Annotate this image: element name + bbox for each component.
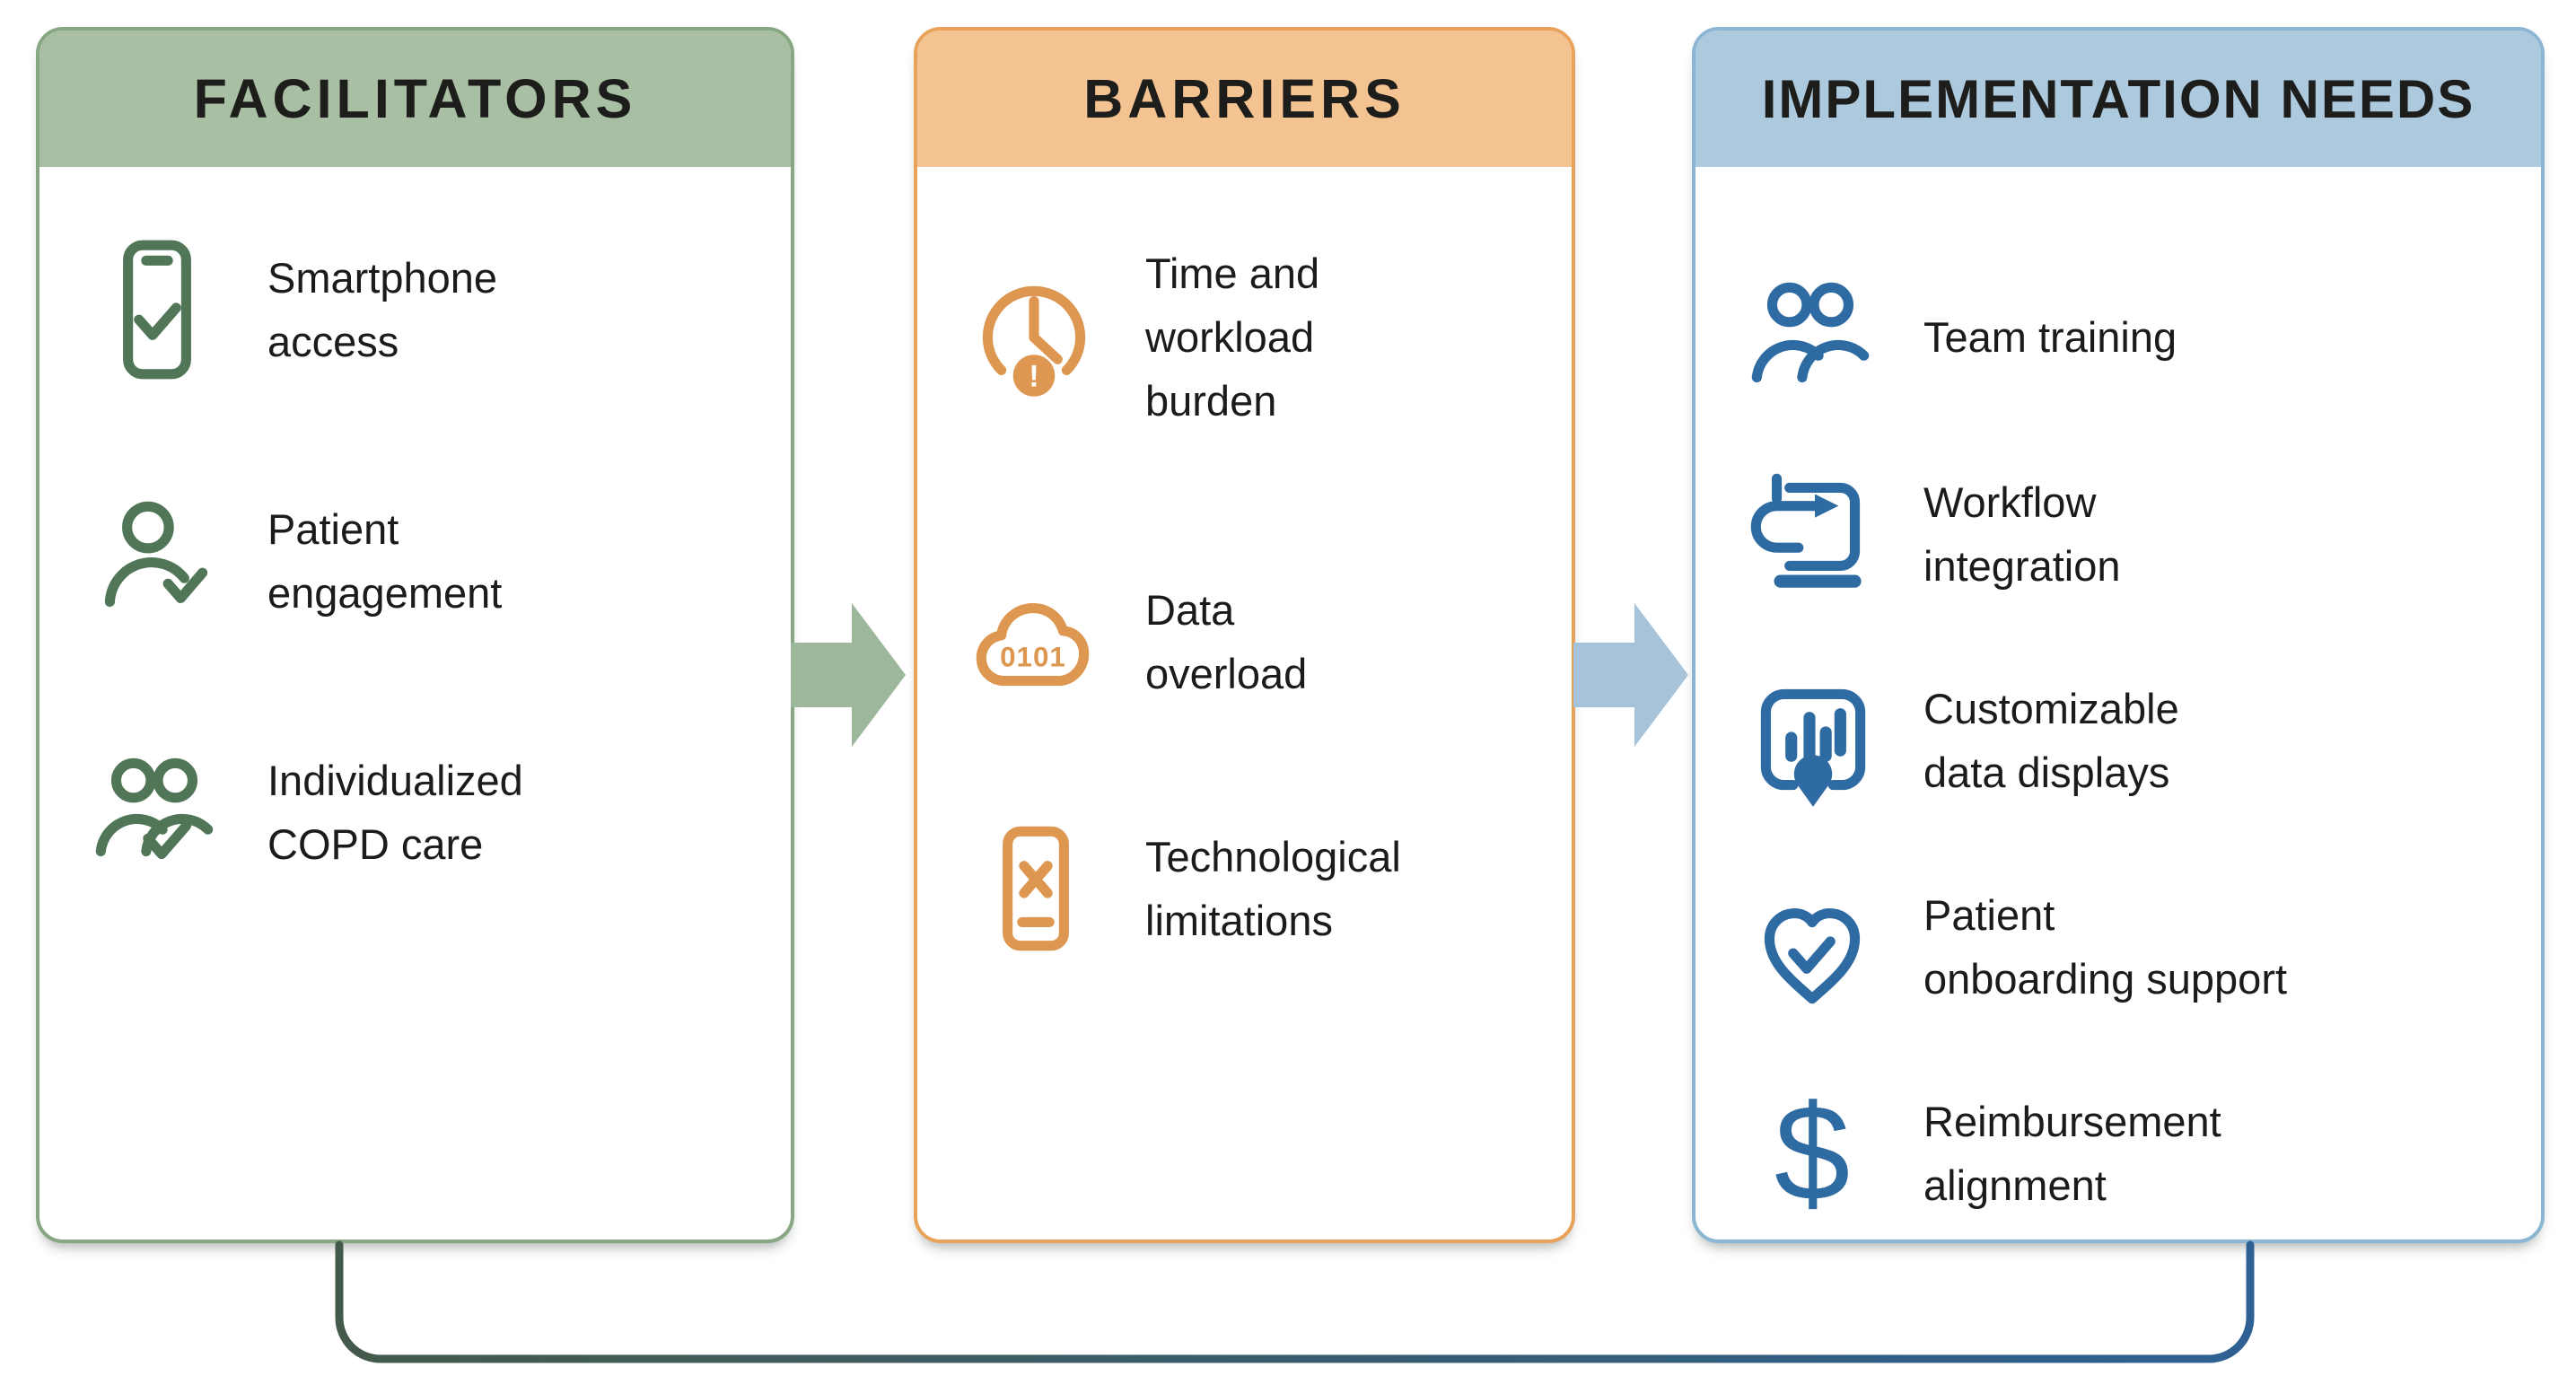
item-label: Smartphone access: [267, 254, 498, 365]
barriers-items: ! Time and workload burden 0101 Data overl…: [917, 167, 1572, 1239]
people-icon: [1735, 259, 1889, 414]
cloud-binary-icon: 0101: [957, 565, 1111, 719]
item-label: Team training: [1923, 312, 2177, 361]
tablet-error-icon: [957, 811, 1111, 966]
item-label: Individualized COPD care: [267, 757, 523, 868]
list-item: Patient engagement: [79, 484, 502, 638]
implementation-needs-title: IMPLEMENTATION NEEDS: [1761, 68, 2475, 129]
people-check-icon: [79, 735, 233, 889]
svg-text:!: !: [1029, 360, 1038, 394]
barriers-card: BARRIERS ! Time and workload burden 0101 D…: [914, 27, 1575, 1243]
implementation-needs-header: IMPLEMENTATION NEEDS: [1695, 31, 2541, 167]
facilitators-items: Smartphone access Patient engagement Ind…: [39, 167, 791, 1239]
item-label: Technological limitations: [1145, 833, 1401, 944]
list-item: Workflow integration: [1735, 457, 2121, 611]
list-item: 0101 Data overload: [957, 565, 1307, 719]
clock-alert-icon: !: [957, 259, 1111, 414]
heart-check-icon: [1735, 870, 1889, 1024]
barriers-title: BARRIERS: [1083, 68, 1406, 129]
list-item: $ Reimbursement alignment: [1735, 1076, 2221, 1231]
facilitators-header: FACILITATORS: [39, 31, 791, 167]
arrow-facilitators-to-barriers-icon: [791, 598, 909, 752]
item-label: Data overload: [1145, 586, 1308, 697]
list-item: Team training: [1735, 259, 2177, 414]
svg-text:0101: 0101: [1000, 641, 1066, 672]
facilitators-card: FACILITATORS Smartphone access Patient e…: [36, 27, 794, 1243]
person-check-icon: [79, 484, 233, 638]
list-item: Individualized COPD care: [79, 735, 523, 889]
item-label: Workflow integration: [1923, 478, 2121, 590]
list-item: Technological limitations: [957, 811, 1401, 966]
item-label: Patient engagement: [267, 505, 503, 617]
smartphone-check-icon: [79, 232, 233, 387]
implementation-needs-items: Team training Workflow integration Custo…: [1695, 167, 2541, 1239]
chart-pin-icon: [1735, 663, 1889, 818]
workflow-arrow-icon: [1735, 457, 1889, 611]
svg-text:$: $: [1774, 1078, 1850, 1230]
barriers-header: BARRIERS: [917, 31, 1572, 167]
item-label: Customizable data displays: [1923, 685, 2179, 796]
list-item: Customizable data displays: [1735, 663, 2179, 818]
dollar-icon: $: [1735, 1076, 1889, 1231]
item-label: Patient onboarding support: [1923, 891, 2288, 1003]
list-item: Patient onboarding support: [1735, 870, 2287, 1024]
arrow-barriers-to-implementation-icon: [1573, 598, 1692, 752]
facilitators-title: FACILITATORS: [193, 68, 637, 129]
list-item: Smartphone access: [79, 232, 497, 387]
item-label: Reimbursement alignment: [1923, 1098, 2221, 1209]
item-label: Time and workload burden: [1145, 249, 1320, 425]
implementation-needs-card: IMPLEMENTATION NEEDS Team training Workf…: [1692, 27, 2545, 1243]
list-item: ! Time and workload burden: [957, 250, 1319, 425]
